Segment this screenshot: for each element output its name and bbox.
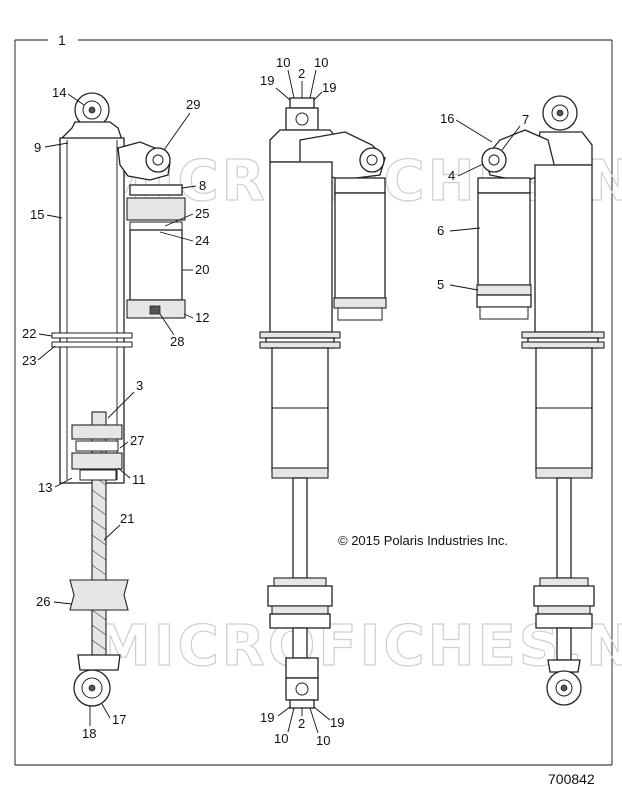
callout-4: 4	[448, 168, 455, 183]
callout-28: 28	[170, 334, 184, 349]
callout-m10-top-right: 10	[314, 55, 328, 70]
callout-3: 3	[136, 378, 143, 393]
callout-25: 25	[195, 206, 209, 221]
assembled-shock-middle	[259, 97, 387, 709]
callout-m10-bottom-right: 10	[316, 733, 330, 748]
callout-6: 6	[437, 223, 444, 238]
callout-m2-top: 2	[298, 66, 305, 81]
callout-27: 27	[130, 433, 144, 448]
callout-m19-bottom-right: 19	[330, 715, 344, 730]
callout-m10-bottom-left: 10	[274, 731, 288, 746]
callout-5: 5	[437, 277, 444, 292]
callout-7: 7	[522, 112, 529, 127]
watermark-bottom: MICROFICHES.NET	[95, 614, 622, 679]
callout-24: 24	[195, 233, 209, 248]
callout-23: 23	[22, 353, 36, 368]
callout-m2-bottom: 2	[298, 716, 305, 731]
callout-18: 18	[82, 726, 96, 741]
callout-21: 21	[120, 511, 134, 526]
assembled-shock-right-callouts: 16 7 4 6 5	[437, 111, 529, 292]
callout-m19-top-left: 19	[260, 73, 274, 88]
callout-22: 22	[22, 326, 36, 341]
exploded-shock-callouts: 14 9 15 22 23 29 8 25 24 20 12 28 3 27 1…	[22, 85, 209, 741]
callout-8: 8	[199, 178, 206, 193]
callout-m10-top-left: 10	[276, 55, 290, 70]
callout-13: 13	[38, 480, 52, 495]
callout-20: 20	[195, 262, 209, 277]
assembled-shock-middle-callouts: 10 2 10 19 19 19 2 10 10 19 © 2015 Polar…	[260, 55, 508, 748]
callout-11: 11	[132, 472, 146, 487]
diagram-number: 700842	[548, 771, 595, 787]
callout-15: 15	[30, 207, 44, 222]
copyright-note: © 2015 Polaris Industries Inc.	[338, 533, 508, 548]
assembled-shock-right	[476, 95, 605, 706]
callout-9: 9	[34, 140, 41, 155]
diagram-frame: 1	[14, 32, 613, 766]
callout-26: 26	[36, 594, 50, 609]
callout-m19-top-right: 19	[322, 80, 336, 95]
callout-12: 12	[195, 310, 209, 325]
callout-16: 16	[440, 111, 454, 126]
callout-14: 14	[52, 85, 66, 100]
callout-m19-bottom-left: 19	[260, 710, 274, 725]
exploded-shock	[51, 92, 186, 707]
callout-17: 17	[112, 712, 126, 727]
callout-29: 29	[186, 97, 200, 112]
frame-label: 1	[58, 32, 66, 48]
